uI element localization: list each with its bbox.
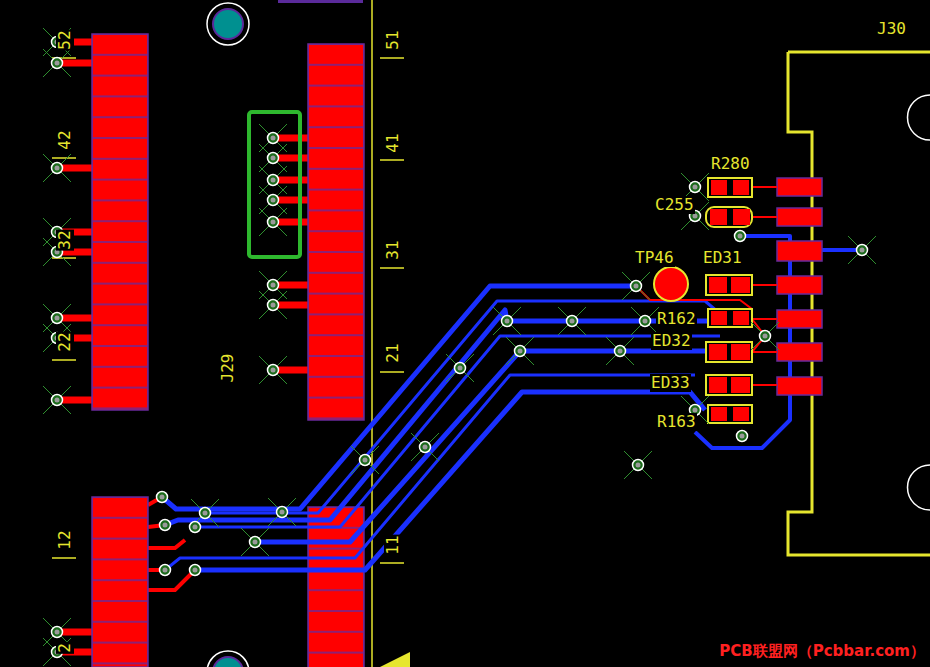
pin-number: 22 (56, 331, 74, 352)
pin-number: 2 (56, 642, 74, 654)
ref-designator: R163 (656, 413, 697, 431)
ref-designator: C255 (654, 196, 695, 214)
ref-designator: ED32 (651, 332, 692, 350)
watermark: PCB联盟网（Pcbbar.com） (718, 642, 926, 660)
pin-number: 51 (384, 29, 402, 50)
pin-number: 12 (56, 529, 74, 550)
ref-designator: R162 (656, 310, 697, 328)
ref-designator: TP46 (634, 249, 675, 267)
pin-number: 21 (384, 342, 402, 363)
pin-number: 31 (384, 239, 402, 260)
pin-number: 32 (56, 229, 74, 250)
pin-number: 42 (56, 129, 74, 150)
ref-designator: J30 (876, 20, 907, 38)
ref-designator: R280 (710, 155, 751, 173)
ref-designator: ED33 (650, 374, 691, 392)
pin-number: 52 (56, 29, 74, 50)
ref-designator: ED31 (702, 249, 743, 267)
pin-number: 11 (384, 534, 402, 555)
ref-designator: J29 (219, 353, 237, 384)
pin-number: 41 (384, 132, 402, 153)
